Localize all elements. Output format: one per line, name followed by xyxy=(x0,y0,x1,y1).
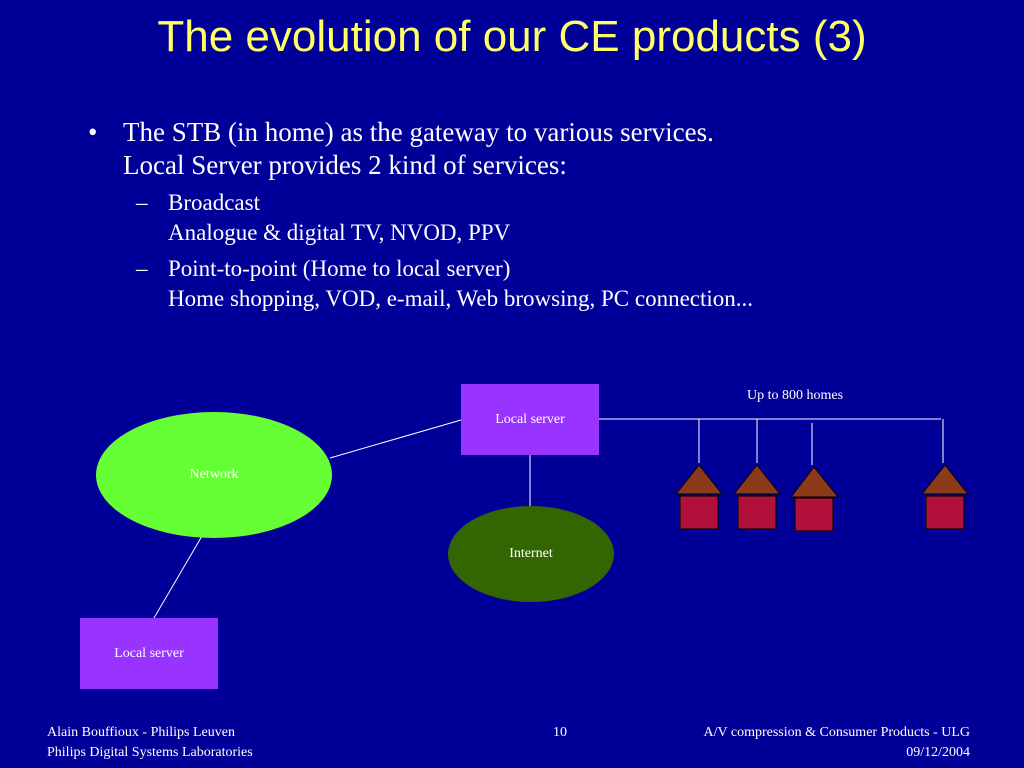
sub-bullet-detail: Home shopping, VOD, e-mail, Web browsing… xyxy=(168,286,754,311)
house-icon xyxy=(674,464,724,530)
sub-bullet-broadcast: – Broadcast Analogue & digital TV, NVOD,… xyxy=(136,188,988,248)
footer-course: A/V compression & Consumer Products - UL… xyxy=(703,725,971,740)
sub-bullet-marker: – xyxy=(136,190,148,215)
sub-bullet-title: Point-to-point (Home to local server) xyxy=(168,256,511,281)
footer-author: Alain Bouffioux - Philips Leuven xyxy=(47,725,235,740)
footer-org: Philips Digital Systems Laboratories xyxy=(47,745,253,760)
house-icon xyxy=(789,466,840,532)
house-icon xyxy=(920,464,970,530)
bullet-list: • The STB (in home) as the gateway to va… xyxy=(88,116,988,314)
sub-bullet-list: – Broadcast Analogue & digital TV, NVOD,… xyxy=(88,188,988,314)
network-label: Network xyxy=(189,467,239,482)
bullet-main-line1: The STB (in home) as the gateway to vari… xyxy=(123,117,714,147)
bullet-main: • The STB (in home) as the gateway to va… xyxy=(88,116,988,182)
bullet-marker: • xyxy=(88,117,98,147)
internet-label: Internet xyxy=(509,546,553,561)
local-server-bottom: Local server xyxy=(80,618,218,689)
network-ellipse xyxy=(96,412,332,538)
page-number: 10 xyxy=(553,725,567,740)
footer-left: Alain Bouffioux - Philips Leuven Philips… xyxy=(47,723,253,763)
footer-right: A/V compression & Consumer Products - UL… xyxy=(600,723,971,763)
house-icon xyxy=(732,464,782,530)
internet-ellipse xyxy=(448,506,614,602)
connector-network-server xyxy=(329,419,462,459)
local-server-top: Local server xyxy=(461,384,599,455)
bullet-main-line2: Local Server provides 2 kind of services… xyxy=(123,150,567,180)
sub-bullet-point-to-point: – Point-to-point (Home to local server) … xyxy=(136,254,988,314)
sub-bullet-title: Broadcast xyxy=(168,190,260,215)
sub-bullet-marker: – xyxy=(136,256,148,281)
footer-date: 09/12/2004 xyxy=(906,745,970,760)
slide-title: The evolution of our CE products (3) xyxy=(157,12,867,61)
connector-network-bottom-server xyxy=(153,535,203,619)
homes-label: Up to 800 homes xyxy=(746,388,844,403)
sub-bullet-detail: Analogue & digital TV, NVOD, PPV xyxy=(168,220,511,245)
